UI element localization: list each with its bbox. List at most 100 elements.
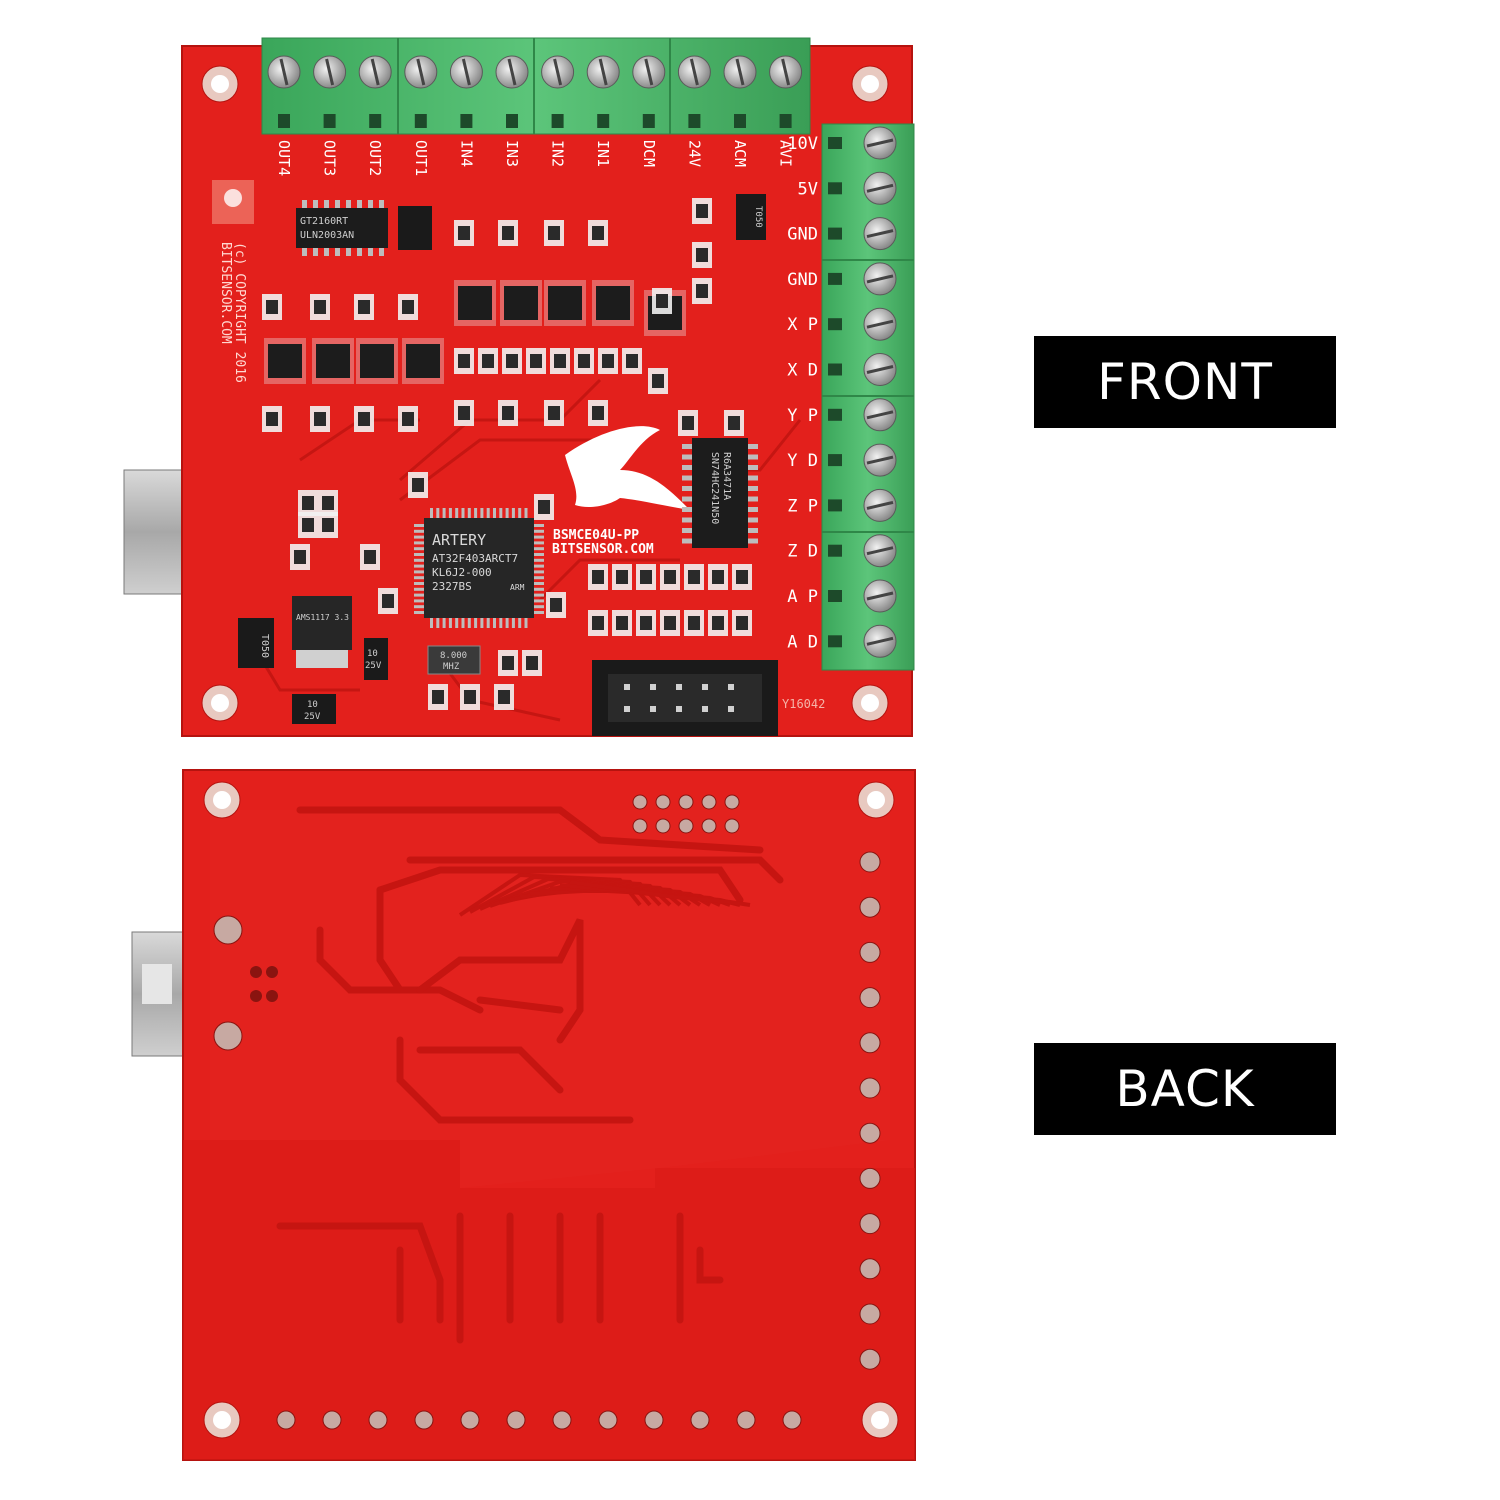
smd-resistor <box>266 412 278 426</box>
voltage-regulator: AMS1117 3.3 <box>292 596 352 668</box>
terminal-label: 24V <box>685 140 703 167</box>
smd-resistor <box>656 294 668 308</box>
solder-pad <box>859 1348 881 1370</box>
smd-resistor <box>458 406 470 420</box>
revision-text: Y16042 <box>782 697 825 711</box>
terminal-screw-icon <box>541 55 575 89</box>
solder-pad <box>655 818 671 834</box>
terminal-screw-icon <box>863 217 897 251</box>
back-traces <box>276 806 784 1344</box>
terminal-label: IN1 <box>594 140 612 167</box>
smd-resistor <box>592 570 604 584</box>
terminal-screw-icon <box>863 443 897 477</box>
mcu-part: AT32F403ARCT7 <box>432 552 518 565</box>
copyright-text: BITSENSOR.COM (c) COPYRIGHT 2016 <box>218 242 247 383</box>
smd-resistor <box>736 616 748 630</box>
mcu-brand: ARTERY <box>432 531 486 549</box>
smd-resistor <box>550 598 562 612</box>
smd-resistor <box>578 354 590 368</box>
solder-pad <box>598 1410 618 1430</box>
top-terminal-block <box>261 37 811 135</box>
terminal-screw-icon <box>863 398 897 432</box>
terminal-screw-icon <box>358 55 392 89</box>
smd-resistor <box>358 412 370 426</box>
smd-resistor <box>554 354 566 368</box>
svg-text:2327BS: 2327BS <box>432 580 472 593</box>
smd-resistor <box>688 616 700 630</box>
solder-pad <box>678 794 694 810</box>
fuse-right: T050 <box>736 194 766 240</box>
back-trace-fan <box>458 872 751 917</box>
smd-resistor <box>592 616 604 630</box>
usb-connector-back <box>131 931 187 1057</box>
terminal-screw-icon <box>863 307 897 341</box>
transistor <box>398 206 432 250</box>
solder-pad <box>655 794 671 810</box>
terminal-label: OUT3 <box>321 140 339 176</box>
terminal-label: Z P <box>787 496 818 516</box>
terminal-screw-icon <box>495 55 529 89</box>
solder-pad <box>724 794 740 810</box>
terminal-label: GND <box>787 225 818 245</box>
terminal-label: OUT1 <box>412 140 430 176</box>
solder-pad <box>460 1410 480 1430</box>
smd-resistor <box>314 412 326 426</box>
smd-resistor <box>526 656 538 670</box>
solder-pad <box>701 818 717 834</box>
smd-resistor <box>682 416 694 430</box>
solder-pad <box>506 1410 526 1430</box>
smd-resistor <box>502 406 514 420</box>
smd-resistor <box>506 354 518 368</box>
smd-resistor <box>602 354 614 368</box>
svg-text:8.000: 8.000 <box>440 651 467 661</box>
terminal-screw-icon <box>863 353 897 386</box>
terminal-screw-icon <box>267 55 301 89</box>
back-board <box>131 769 916 1461</box>
microcontroller-chip: ARTERY AT32F403ARCT7 KL6J2-000 2327BS AR… <box>414 508 544 628</box>
svg-text:ARM: ARM <box>510 583 525 592</box>
smd-resistor <box>616 616 628 630</box>
terminal-label: IN3 <box>503 140 521 167</box>
terminal-screw-icon <box>863 534 897 568</box>
terminal-label: X P <box>787 315 818 335</box>
solder-pad <box>276 1410 296 1430</box>
smd-resistor <box>592 406 604 420</box>
terminal-label: GND <box>787 270 818 290</box>
terminal-label: IN2 <box>549 140 567 167</box>
optocoupler <box>360 344 394 378</box>
solder-pad <box>859 851 881 873</box>
pin-header <box>592 660 778 736</box>
terminal-screw-icon <box>313 55 347 89</box>
terminal-screw-icon <box>723 55 757 89</box>
solder-pad <box>859 1077 881 1099</box>
side-terminal-block <box>821 123 915 671</box>
terminal-label: A P <box>787 587 818 607</box>
smd-resistor <box>548 406 560 420</box>
terminal-label: IN4 <box>457 140 475 167</box>
terminal-label: 5V <box>798 179 818 199</box>
solder-pad <box>859 1213 881 1235</box>
smd-resistor <box>358 300 370 314</box>
smd-resistor <box>664 570 676 584</box>
smd-resistor <box>616 570 628 584</box>
optocoupler <box>596 286 630 320</box>
optocoupler <box>316 344 350 378</box>
smd-resistor <box>696 248 708 262</box>
side-terminal-screws <box>828 126 897 658</box>
smd-resistor <box>626 354 638 368</box>
terminal-label: Y D <box>787 451 818 471</box>
solder-pad <box>736 1410 756 1430</box>
svg-text:GT2160RT: GT2160RT <box>300 216 348 227</box>
terminal-screw-icon <box>863 126 897 160</box>
terminal-label: Y P <box>787 406 818 426</box>
smd-resistor <box>402 300 414 314</box>
smd-resistor <box>736 570 748 584</box>
solder-pad <box>690 1410 710 1430</box>
smd-components <box>262 198 752 710</box>
smd-resistor <box>412 478 424 492</box>
smd-resistor <box>640 570 652 584</box>
back-right-pads <box>859 851 881 1370</box>
